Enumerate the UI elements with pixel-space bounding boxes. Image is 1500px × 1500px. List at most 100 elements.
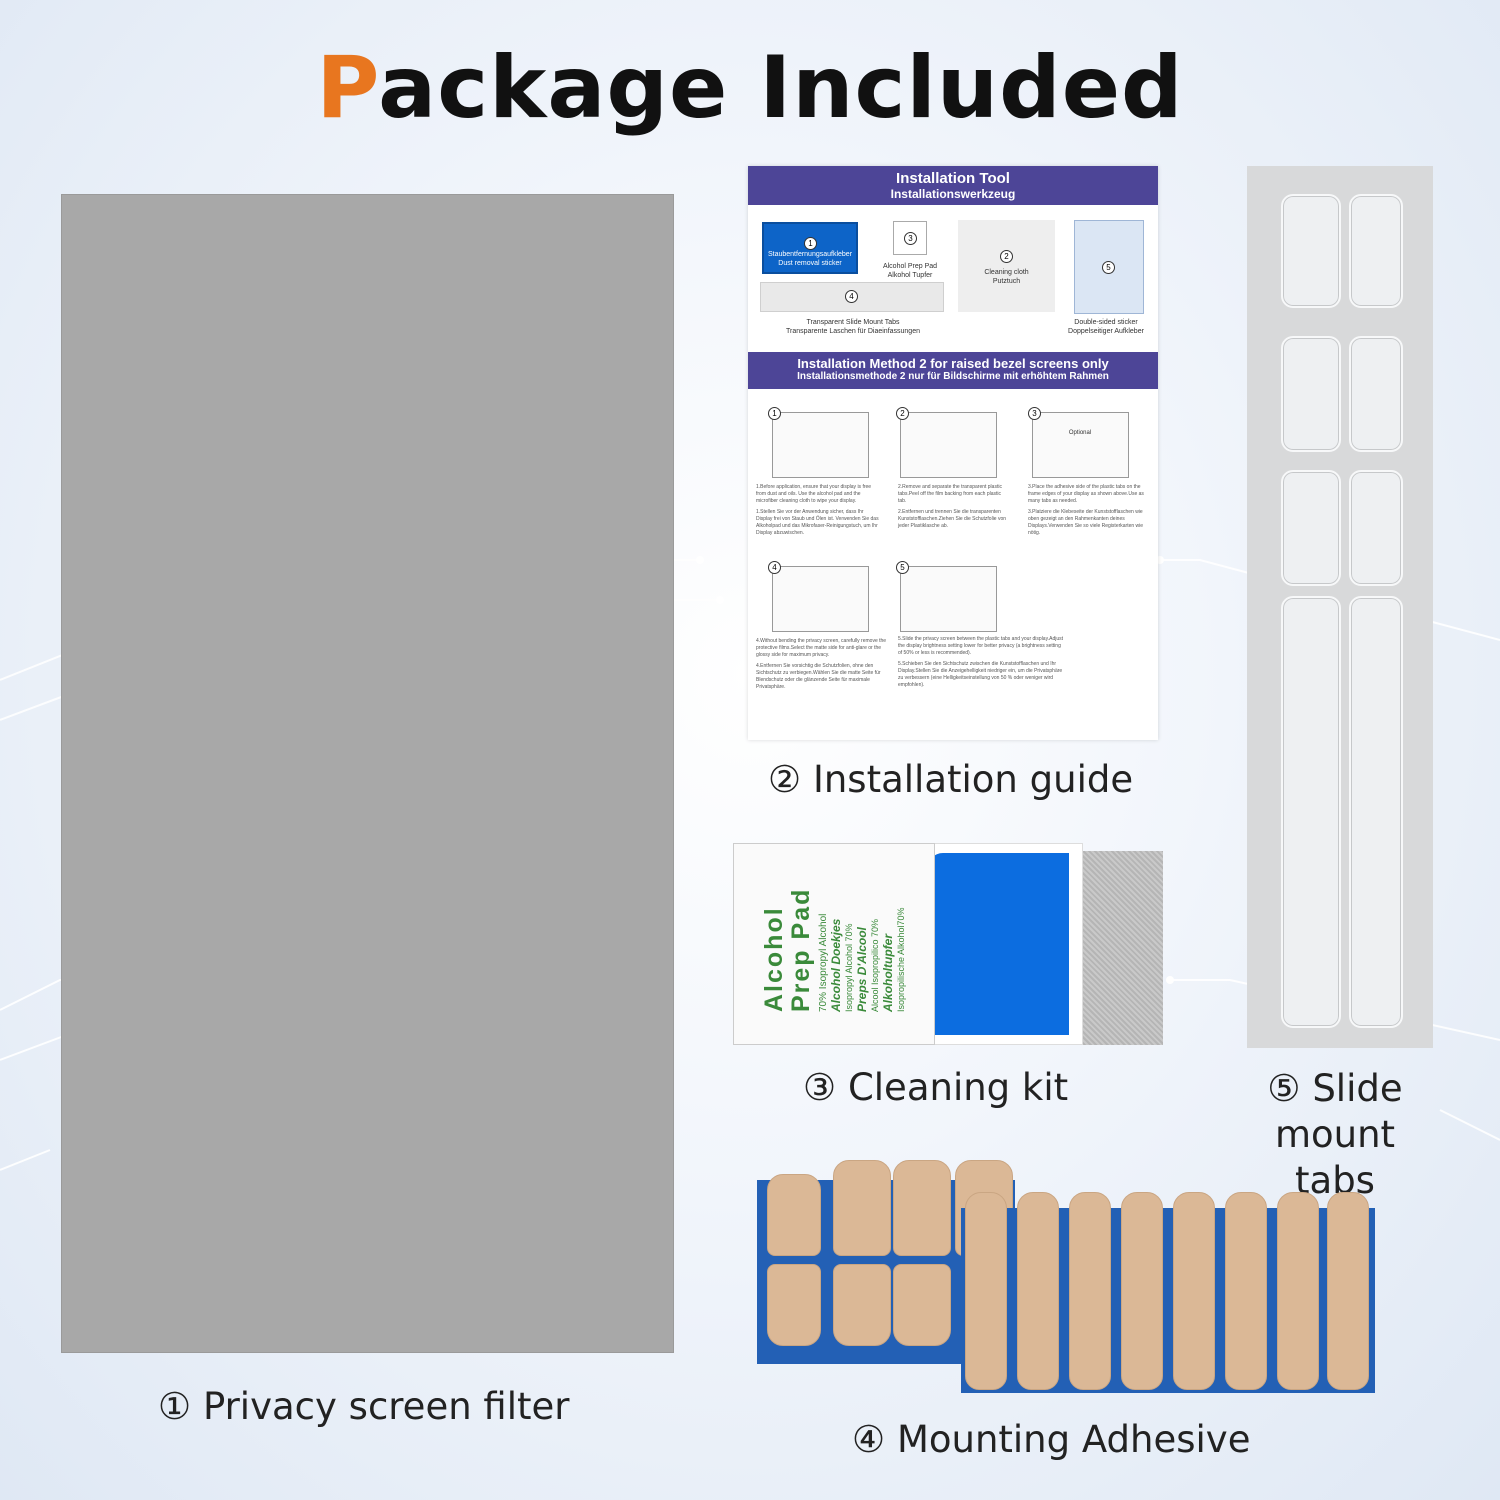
- step-5-en: 5.Slide the privacy screen between the p…: [898, 636, 1063, 656]
- caption-number: ②: [768, 758, 802, 801]
- double-sided-en: Double-sided sticker: [1074, 319, 1138, 326]
- cleaning-cloth-illustration: 2 Cleaning cloth Putztuch: [958, 220, 1055, 312]
- tool-number-3: 3: [904, 232, 917, 245]
- step-2-de: 2.Entfernen und trennen Sie die transpar…: [898, 509, 1007, 529]
- slide-tab: [1349, 194, 1403, 308]
- title-first-letter: P: [316, 38, 379, 138]
- packet-line2: Alcohol Doekjes: [829, 918, 843, 1013]
- alcohol-pad-en: Alcohol Prep Pad: [882, 263, 938, 270]
- cleaning-cloth-en: Cleaning cloth: [984, 269, 1029, 276]
- dust-removal-sticker: [927, 853, 1069, 1035]
- adhesive-pad: [767, 1264, 821, 1346]
- slide-tab: [1349, 336, 1403, 452]
- step-4-text: 4.Without bending the privacy screen, ca…: [756, 638, 892, 691]
- step-1-en: 1.Before application, ensure that your d…: [756, 484, 872, 504]
- alcohol-pad-label: Alcohol Prep Pad Alkohol Tupfer: [868, 262, 952, 280]
- adhesive-strip: [1327, 1192, 1369, 1390]
- step-1-de: 1.Stellen Sie vor der Anwendung sicher, …: [756, 509, 879, 536]
- step-1-text: 1.Before application, ensure that your d…: [756, 484, 880, 537]
- step-1-number: 1: [768, 407, 781, 420]
- adhesive-strip: [965, 1192, 1007, 1390]
- step-2-number: 2: [896, 407, 909, 420]
- adhesive-strip: [1225, 1192, 1267, 1390]
- privacy-filter-caption: ① Privacy screen filter: [158, 1385, 570, 1428]
- double-sided-de: Doppelseitiger Aufkleber: [1068, 328, 1144, 335]
- slide-tab: [1281, 194, 1341, 308]
- caption-label: Cleaning kit: [847, 1066, 1069, 1109]
- step-2-illustration: [900, 412, 997, 478]
- alcohol-pad-de: Alkohol Tupfer: [887, 272, 933, 279]
- installation-guide-caption: ② Installation guide: [768, 758, 1133, 801]
- step-3-optional-text: Optional: [1068, 430, 1092, 436]
- title-rest: ackage Included: [378, 38, 1184, 138]
- slide-tab: [1349, 596, 1403, 1028]
- dust-sticker-en: Dust removal sticker: [778, 260, 842, 267]
- packet-line6: Alkoholtupfer: [881, 933, 895, 1013]
- guide-header-subtitle: Installationswerkzeug: [890, 187, 1016, 201]
- cleaning-cloth-label: Cleaning cloth Putztuch: [958, 268, 1055, 286]
- double-sided-sticker-illustration: 5: [1074, 220, 1144, 314]
- packet-line4: Preps D'Alcool: [855, 926, 869, 1012]
- cleaning-kit-image: Alcohol Prep Pad 70% Isopropyl Alcohol A…: [733, 843, 1163, 1046]
- slide-tabs-label: Transparent Slide Mount Tabs Transparent…: [758, 318, 948, 336]
- installation-guide-image: Installation Tool Installationswerkzeug …: [748, 166, 1158, 740]
- double-sided-label: Double-sided sticker Doppelseitiger Aufk…: [1056, 318, 1156, 336]
- step-4-en: 4.Without bending the privacy screen, ca…: [756, 638, 887, 658]
- slide-tabs-en: Transparent Slide Mount Tabs: [806, 319, 900, 326]
- slide-tab: [1281, 470, 1341, 586]
- method-subtitle: Installationsmethode 2 nur für Bildschir…: [797, 371, 1109, 382]
- privacy-screen-filter-image: [62, 195, 673, 1352]
- step-3-illustration: Optional: [1032, 412, 1129, 478]
- slide-tab: [1281, 596, 1341, 1028]
- step-4-illustration: [772, 566, 869, 632]
- step-5-number: 5: [896, 561, 909, 574]
- slide-tabs-de: Transparente Laschen für Diaeinfassungen: [786, 328, 920, 335]
- mounting-adhesive-image: [757, 1160, 1375, 1395]
- step-5-de: 5.Schieben Sie den Sichtschutz zwischen …: [898, 661, 1063, 688]
- page-title: Package Included: [0, 38, 1500, 138]
- slide-tab: [1349, 470, 1403, 586]
- alcohol-prep-pad-packet: Alcohol Prep Pad 70% Isopropyl Alcohol A…: [733, 843, 935, 1045]
- guide-header-title: Installation Tool: [896, 170, 1010, 187]
- caption-label: Installation guide: [812, 758, 1134, 801]
- tool-number-1: 1: [804, 237, 817, 250]
- step-4-de: 4.Entfernen Sie vorsichtig die Schutzfol…: [756, 663, 881, 690]
- step-5-text: 5.Slide the privacy screen between the p…: [898, 636, 1066, 689]
- dust-sticker-illustration: 1 Staubentfernungsaufkleber Dust removal…: [762, 222, 858, 274]
- adhesive-strip: [1121, 1192, 1163, 1390]
- slide-tab: [1281, 336, 1341, 452]
- packet-text-graphic: Alcohol Prep Pad 70% Isopropyl Alcohol A…: [760, 888, 906, 1013]
- caption-label: Mounting Adhesive: [896, 1418, 1251, 1461]
- dust-sticker-de: Staubentfernungsaufkleber: [767, 251, 853, 258]
- adhesive-strip: [1017, 1192, 1059, 1390]
- dust-sticker-label: Staubentfernungsaufkleber Dust removal s…: [764, 250, 856, 268]
- adhesive-strip: [1277, 1192, 1319, 1390]
- slide-mount-tabs-image: [1247, 166, 1433, 1048]
- mounting-adhesive-caption: ④ Mounting Adhesive: [852, 1418, 1250, 1461]
- step-3-en: 3.Place the adhesive side of the plastic…: [1028, 484, 1144, 504]
- alcohol-pad-illustration: 3: [893, 221, 927, 255]
- step-2-text: 2.Remove and separate the transparent pl…: [898, 484, 1010, 530]
- adhesive-strip: [1069, 1192, 1111, 1390]
- guide-method-header: Installation Method 2 for raised bezel s…: [748, 352, 1158, 389]
- cleaning-kit-caption: ③ Cleaning kit: [803, 1066, 1068, 1109]
- packet-line1: 70% Isopropyl Alcohol: [818, 914, 829, 1012]
- tool-number-4: 4: [845, 290, 858, 303]
- packet-line7: Isopropilische Alkohol70%: [896, 907, 906, 1012]
- adhesive-pad: [893, 1264, 951, 1346]
- step-3-de: 3.Platziere die Klebeseite der Kunststof…: [1028, 509, 1144, 536]
- step-2-en: 2.Remove and separate the transparent pl…: [898, 484, 1002, 504]
- caption-number: ④: [852, 1418, 886, 1461]
- packet-line3: Isopropyl Alcohol 70%: [844, 923, 854, 1012]
- tool-number-2: 2: [1000, 250, 1013, 263]
- caption-number: ③: [803, 1066, 837, 1109]
- method-title: Installation Method 2 for raised bezel s…: [797, 356, 1109, 371]
- step-5-illustration: [900, 566, 997, 632]
- caption-number: ⑤: [1267, 1067, 1301, 1110]
- packet-line5: Alcool Isopropilico 70%: [870, 919, 880, 1012]
- adhesive-pad: [833, 1160, 891, 1256]
- caption-number: ①: [158, 1385, 192, 1428]
- slide-tabs-illustration: 4: [760, 282, 944, 312]
- caption-label-line1: Slide: [1312, 1067, 1403, 1110]
- step-4-number: 4: [768, 561, 781, 574]
